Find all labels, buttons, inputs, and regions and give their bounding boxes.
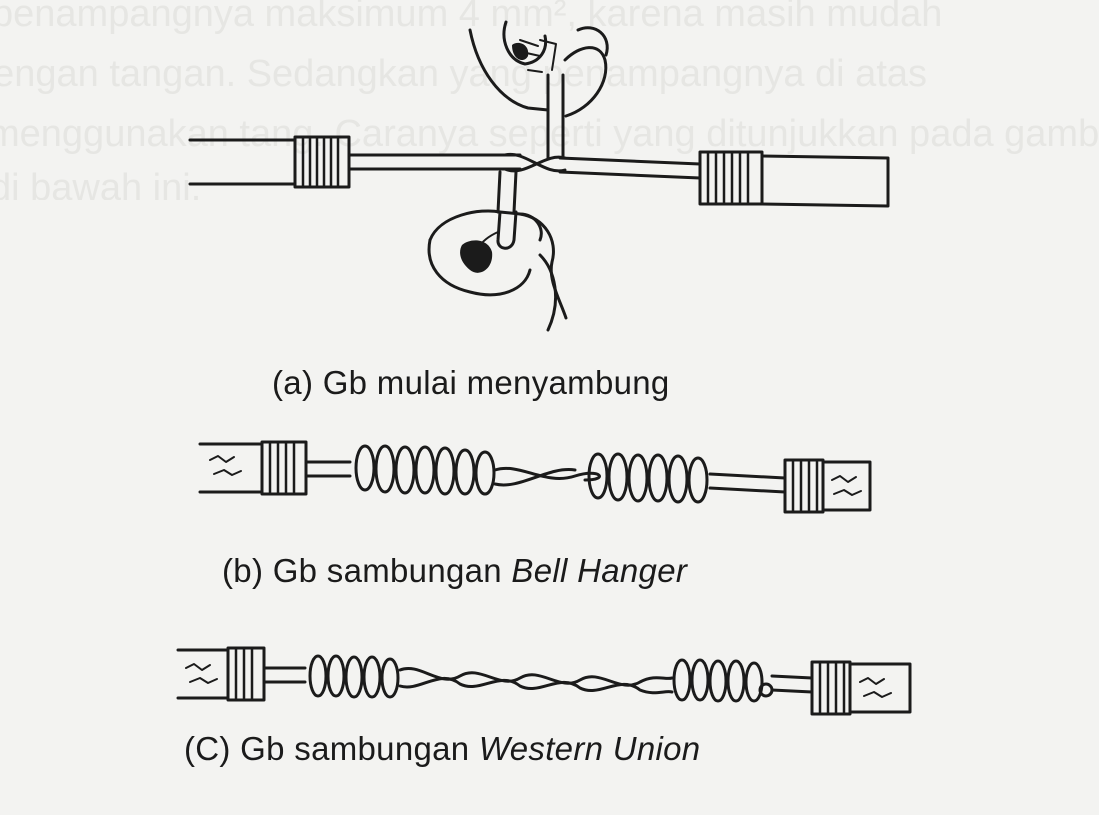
caption-b-text: (b) Gb sambungan bbox=[222, 552, 512, 589]
right-binding-c bbox=[810, 660, 852, 716]
caption-a: (a) Gb mulai menyambung bbox=[272, 364, 670, 402]
right-coil-c bbox=[672, 658, 764, 703]
left-coil-c bbox=[308, 654, 400, 699]
twisted-middle-c bbox=[398, 666, 674, 695]
caption-c: (C) Gb sambungan Western Union bbox=[184, 730, 700, 768]
right-coil-b bbox=[587, 452, 709, 504]
caption-b: (b) Gb sambungan Bell Hanger bbox=[222, 552, 687, 590]
top-hand-outline bbox=[468, 28, 550, 112]
right-binding-b bbox=[783, 458, 825, 514]
left-cable-binding bbox=[293, 135, 351, 189]
caption-c-italic: Western Union bbox=[478, 730, 701, 767]
left-coil-b bbox=[354, 444, 496, 496]
figure-b-illustration bbox=[198, 440, 872, 514]
left-binding-c bbox=[226, 646, 266, 702]
figure-c-illustration bbox=[176, 646, 912, 716]
figure-c: (C) Gb sambungan Western Union bbox=[0, 640, 1099, 815]
right-cable-insulation-b bbox=[821, 460, 872, 512]
caption-a-text: (a) Gb mulai menyambung bbox=[272, 364, 670, 401]
figure-a-illustration bbox=[188, 20, 890, 332]
figure-a: (a) Gb mulai menyambung bbox=[188, 20, 890, 402]
figure-b: (b) Gb sambungan Bell Hanger bbox=[0, 410, 1099, 600]
right-binding-lines bbox=[706, 150, 750, 206]
left-binding-b bbox=[260, 440, 308, 496]
left-cable-insulation bbox=[188, 138, 297, 186]
left-cable-insulation-b bbox=[198, 442, 264, 494]
left-binding-lines bbox=[301, 135, 340, 189]
right-cable-insulation bbox=[760, 154, 890, 208]
bleed-line-2: dengan tangan. Sedangkan yang penampangn… bbox=[0, 53, 928, 95]
bleed-through-text: penampangnya maksimum 4 mm², karena masi… bbox=[0, 0, 1099, 200]
right-cable-insulation-c bbox=[848, 662, 912, 714]
caption-c-text: (C) Gb sambungan bbox=[184, 730, 479, 767]
left-cable-insulation-c bbox=[176, 648, 230, 700]
bleed-line-4: di bawah ini. bbox=[0, 167, 202, 200]
caption-b-italic: Bell Hanger bbox=[511, 552, 688, 589]
